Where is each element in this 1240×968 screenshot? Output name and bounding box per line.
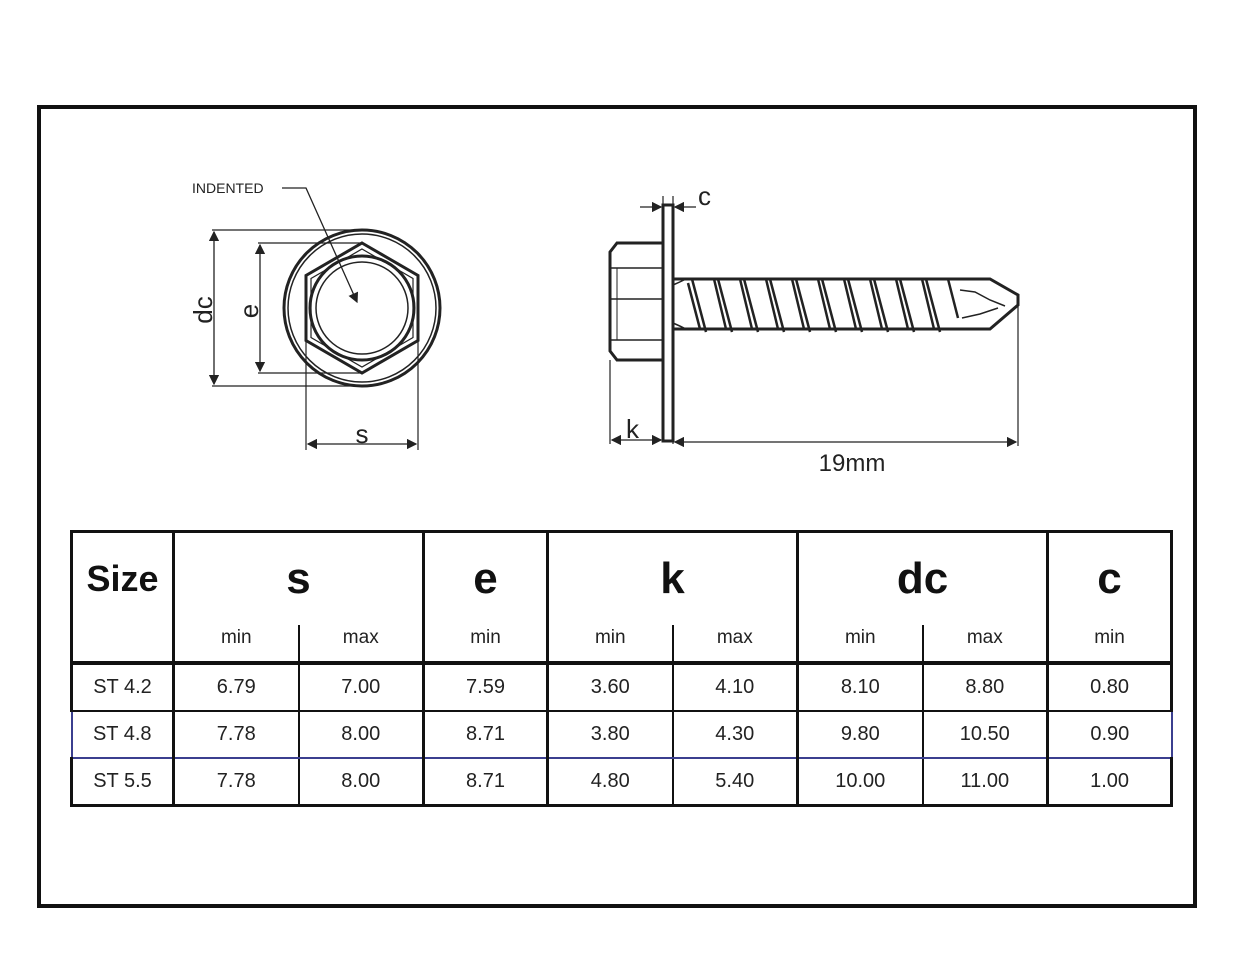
header-k: k xyxy=(546,530,798,625)
value-cell: 8.71 xyxy=(422,758,548,807)
value-cell: 8.71 xyxy=(422,710,548,759)
table-row: ST 5.5 7.78 8.00 8.71 4.80 5.40 10.00 11… xyxy=(70,758,1174,807)
length-label: 19mm xyxy=(819,450,886,477)
value-cell: 11.00 xyxy=(921,758,1048,807)
e-label: e xyxy=(234,304,264,318)
drawing-frame xyxy=(37,105,1197,908)
sub-header: max xyxy=(297,625,424,663)
value-cell: 0.80 xyxy=(1046,661,1174,712)
header-size: Size xyxy=(70,530,174,625)
table-row-highlighted: ST 4.8 7.78 8.00 8.71 3.80 4.30 9.80 10.… xyxy=(70,710,1173,759)
sub-header: min xyxy=(1046,625,1174,663)
sub-header: max xyxy=(921,625,1048,663)
value-cell: 4.10 xyxy=(671,661,798,712)
top-view xyxy=(208,187,442,450)
sub-header: min xyxy=(422,625,548,663)
value-cell: 8.80 xyxy=(921,661,1048,712)
sub-header: min xyxy=(546,625,673,663)
sub-header: max xyxy=(671,625,798,663)
side-view xyxy=(608,196,1020,448)
header-dc: dc xyxy=(796,530,1048,625)
value-cell: 10.00 xyxy=(796,758,923,807)
value-cell: 4.80 xyxy=(546,758,673,807)
c-label: c xyxy=(698,181,711,211)
s-label: s xyxy=(356,419,369,449)
value-cell: 7.00 xyxy=(297,661,424,712)
value-cell: 3.80 xyxy=(546,710,673,759)
value-cell: 1.00 xyxy=(1046,758,1174,807)
indented-label: INDENTED xyxy=(192,180,264,196)
size-cell: ST 4.2 xyxy=(70,661,174,712)
value-cell: 10.50 xyxy=(921,710,1048,759)
sub-header: min xyxy=(796,625,923,663)
value-cell: 7.78 xyxy=(172,758,299,807)
value-cell: 3.60 xyxy=(546,661,673,712)
value-cell: 7.59 xyxy=(422,661,548,712)
k-label: k xyxy=(626,414,640,444)
technical-drawing: INDENTED dc e s xyxy=(188,180,1020,477)
value-cell: 0.90 xyxy=(1046,710,1173,759)
sub-header: min xyxy=(172,625,299,663)
dc-label: dc xyxy=(188,296,218,323)
value-cell: 8.00 xyxy=(297,758,424,807)
size-cell: ST 4.8 xyxy=(70,710,174,759)
value-cell: 4.30 xyxy=(671,710,798,759)
sub-header-empty xyxy=(70,625,174,663)
value-cell: 6.79 xyxy=(172,661,299,712)
value-cell: 8.10 xyxy=(796,661,923,712)
header-e: e xyxy=(422,530,548,625)
header-s: s xyxy=(171,530,424,625)
size-cell: ST 5.5 xyxy=(70,758,174,807)
value-cell: 8.00 xyxy=(297,710,424,759)
dimension-table: Size s e k dc c min max min min max min … xyxy=(70,530,1174,807)
value-cell: 7.78 xyxy=(172,710,299,759)
value-cell: 5.40 xyxy=(671,758,798,807)
table-row: ST 4.2 6.79 7.00 7.59 3.60 4.10 8.10 8.8… xyxy=(70,661,1174,712)
header-c: c xyxy=(1046,530,1174,625)
value-cell: 9.80 xyxy=(796,710,923,759)
